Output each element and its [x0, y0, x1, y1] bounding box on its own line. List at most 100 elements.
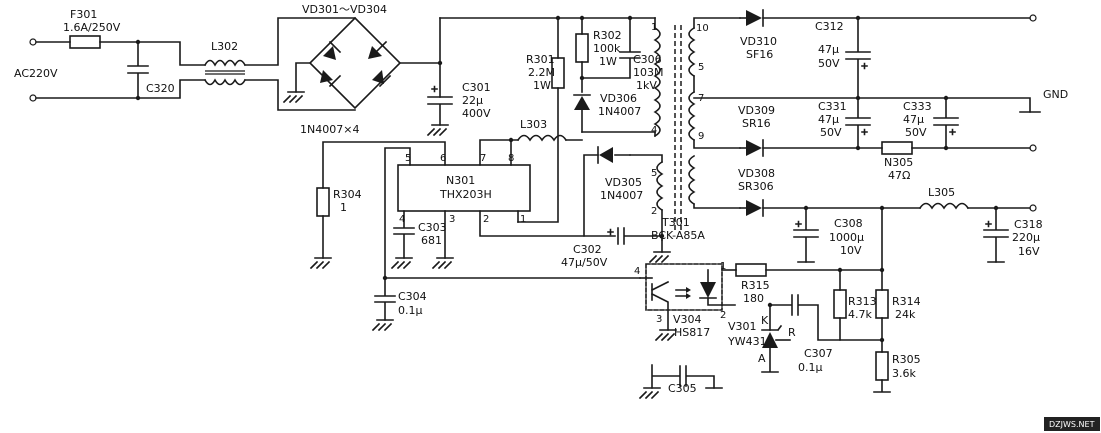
f301-label: F301 — [70, 8, 97, 21]
n301-pin7: 7 — [480, 153, 486, 164]
r301-resistance: 2.2M — [528, 66, 555, 79]
bridge-rectifier — [282, 16, 441, 110]
feedback-network — [735, 207, 891, 393]
c303-value: 681 — [421, 234, 442, 247]
vd310-part: SF16 — [746, 48, 773, 61]
c301-voltage: 400V — [462, 107, 491, 120]
c308-label: C308 — [834, 217, 863, 230]
l303-label: L303 — [520, 118, 547, 131]
watermark-text: DZJWS.NET — [1049, 420, 1095, 429]
c307-label: C307 — [804, 347, 833, 360]
f301-value: 1.6A/250V — [63, 21, 121, 34]
v304-pin2: 2 — [720, 310, 726, 321]
r305-value: 3.6k — [892, 367, 916, 380]
fuse-f301 — [69, 35, 101, 49]
r301-label: R301 — [526, 53, 555, 66]
bridge-part-label: 1N4007×4 — [300, 123, 359, 136]
c333-capacitance: 47μ — [903, 113, 924, 126]
c312-voltage: 50V — [818, 57, 840, 70]
c308-voltage: 10V — [840, 244, 862, 257]
rcd-snubber — [573, 17, 641, 133]
gnd-label: GND — [1043, 88, 1068, 101]
c318-capacitance: 220μ — [1012, 231, 1040, 244]
vd308-label: VD308 — [738, 167, 775, 180]
n301-pin6: 6 — [440, 153, 446, 164]
v301-pin-k: K — [761, 314, 769, 327]
v301-pin-r: R — [788, 326, 796, 339]
t301-pin9: 9 — [698, 131, 704, 142]
t301-pin2: 2 — [651, 206, 657, 217]
r304-value: 1 — [340, 201, 347, 214]
c333-voltage: 50V — [905, 126, 927, 139]
v301-label: V301 — [728, 320, 757, 333]
r305-label: R305 — [892, 353, 921, 366]
r301-power: 1W — [533, 79, 551, 92]
v304-pin1: 1 — [720, 261, 726, 272]
choke-l302 — [203, 59, 247, 86]
t301-pin5s: 5 — [698, 62, 704, 73]
c320-label: C320 — [146, 82, 175, 95]
vd309-label: VD309 — [738, 104, 775, 117]
n305-label: N305 — [884, 156, 913, 169]
v301-pin-a: A — [758, 352, 766, 365]
ac-input-section — [29, 17, 356, 111]
n301-pin5: 5 — [405, 153, 411, 164]
l305-label: L305 — [928, 186, 955, 199]
optocoupler-v304 — [639, 263, 737, 342]
c302-value: 47μ/50V — [561, 256, 608, 269]
r302-power: 1W — [599, 55, 617, 68]
input-terminal-top — [29, 38, 37, 46]
secondary-outputs — [693, 9, 1041, 263]
v304-part: HS817 — [674, 326, 710, 339]
v304-label: V304 — [673, 313, 702, 326]
c318-label: C318 — [1014, 218, 1043, 231]
vd309-part: SR16 — [742, 117, 771, 130]
vd306-label: VD306 — [600, 92, 637, 105]
c301-bulk-capacitor — [426, 17, 453, 137]
c304-value: 0.1μ — [398, 304, 423, 317]
ic-n301 — [322, 134, 616, 279]
n301-part: THX203H — [439, 188, 492, 201]
vd306-part: 1N4007 — [598, 105, 641, 118]
t301-pin1: 1 — [651, 22, 657, 33]
n301-label: N301 — [446, 174, 475, 187]
bridge-label: VD301～VD304 — [302, 3, 387, 16]
transformer-t301 — [581, 17, 741, 241]
v301-part: YW431 — [727, 335, 767, 348]
n305-value: 47Ω — [888, 169, 910, 182]
c331-capacitance: 47μ — [818, 113, 839, 126]
t301-pin5: 5 — [651, 168, 657, 179]
n301-pin4: 4 — [399, 214, 405, 225]
vd305-part: 1N4007 — [600, 189, 643, 202]
r314-value: 24k — [895, 308, 916, 321]
c302-label: C302 — [573, 243, 602, 256]
c331-label: C331 — [818, 100, 847, 113]
vd310-label: VD310 — [740, 35, 777, 48]
v304-pin3: 3 — [656, 314, 662, 325]
r304-label: R304 — [333, 188, 362, 201]
c304-label: C304 — [398, 290, 427, 303]
r315-value: 180 — [743, 292, 764, 305]
c331-voltage: 50V — [820, 126, 842, 139]
r302-label: R302 — [593, 29, 622, 42]
r302-resistance: 100k — [593, 42, 621, 55]
r313-label: R313 — [848, 295, 877, 308]
t301-part: BCK-A85A — [651, 229, 705, 242]
c333-label: C333 — [903, 100, 932, 113]
c306-label: C306 — [633, 53, 662, 66]
ac-input-label: AC220V — [14, 67, 58, 80]
r315-label: R315 — [741, 279, 770, 292]
c305-capacitor — [638, 364, 723, 400]
vd308-part: SR306 — [738, 180, 774, 193]
n301-pin1: 1 — [520, 214, 526, 225]
v304-pin4: 4 — [634, 266, 640, 277]
c301-label: C301 — [462, 81, 491, 94]
r301-startup-resistor — [517, 17, 565, 223]
c312-capacitance: 47μ — [818, 43, 839, 56]
input-terminal-bottom — [29, 94, 37, 102]
r313-value: 4.7k — [848, 308, 872, 321]
c306-voltage: 1kV — [636, 79, 657, 92]
c318-voltage: 16V — [1018, 245, 1040, 258]
watermark: DZJWS.NET — [1044, 417, 1100, 431]
